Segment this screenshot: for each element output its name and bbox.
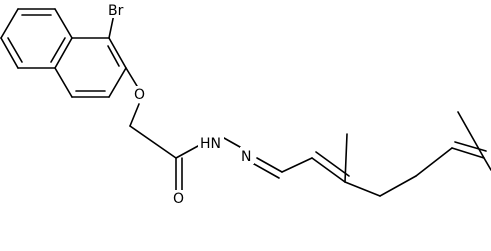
bond bbox=[54, 67, 73, 98]
bond bbox=[415, 147, 453, 177]
bond-methyl bbox=[344, 133, 348, 183]
bond bbox=[379, 175, 417, 197]
naphthalene-ring bbox=[0, 8, 127, 98]
bond-methyl bbox=[457, 111, 485, 159]
atom-o-ether: O bbox=[133, 86, 147, 103]
double-bond-inner bbox=[50, 37, 66, 63]
atom-br: Br bbox=[106, 1, 128, 19]
atom-o-carbonyl: O bbox=[172, 190, 186, 207]
bond-double bbox=[451, 147, 485, 159]
bond-double bbox=[454, 141, 487, 152]
bond-double bbox=[311, 157, 346, 183]
bond-c-n bbox=[175, 145, 199, 159]
atom-label-hn: HN bbox=[200, 136, 221, 152]
bond bbox=[129, 125, 177, 159]
bond bbox=[108, 67, 127, 98]
bond bbox=[344, 181, 381, 197]
double-bond-inner bbox=[7, 37, 23, 63]
bond-n-n bbox=[223, 137, 241, 148]
bond-o-ch2 bbox=[129, 103, 140, 127]
bond-methyl bbox=[483, 157, 491, 171]
atom-label-o-carbonyl: O bbox=[173, 191, 184, 207]
bond-c-o bbox=[125, 67, 138, 87]
bond-double bbox=[315, 151, 350, 177]
bond bbox=[0, 37, 19, 69]
atom-label-br: Br bbox=[108, 3, 124, 19]
bond bbox=[0, 8, 19, 39]
atom-n-hydrazone: N bbox=[240, 147, 254, 165]
bond-n-c-double bbox=[253, 163, 280, 179]
atom-nh: HN bbox=[198, 134, 224, 152]
bond bbox=[108, 37, 127, 69]
atom-label-n: N bbox=[241, 149, 251, 165]
bond-n-c-double bbox=[256, 157, 283, 173]
bond bbox=[281, 157, 313, 173]
bond bbox=[54, 8, 73, 39]
bond bbox=[54, 37, 73, 69]
atom-label-o-ether: O bbox=[134, 87, 145, 103]
double-bond-inner bbox=[107, 45, 120, 67]
